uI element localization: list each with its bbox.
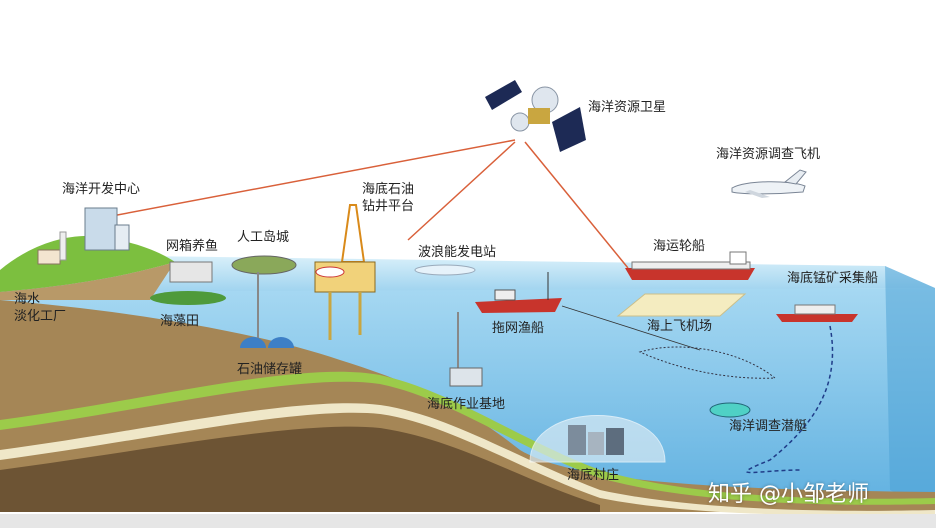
dev-center-building [37,207,130,265]
label-artificial-island: 人工岛城 [237,230,290,245]
wave-power-station [414,264,476,276]
seaweed-field [150,291,226,305]
label-seabed-base: 海底作业基地 [427,397,506,412]
label-desal-2: 淡化工厂 [14,309,67,324]
sea-airport [616,293,747,317]
cargo-ship-icon [625,251,755,280]
dive-path [745,325,834,474]
survey-plane-icon [731,169,807,198]
link-line-center [111,139,516,217]
fish-cage [169,261,213,283]
label-seabed-village: 海底村庄 [567,468,620,483]
label-submarine: 海洋调查潜艇 [729,419,808,434]
label-wave-power: 波浪能发电站 [418,245,497,260]
label-oil-platform-2: 钻井平台 [362,199,415,214]
label-oil-platform-1: 海底石油 [362,182,415,197]
artificial-island [231,255,297,275]
label-seaweed: 海藻田 [160,314,200,329]
trawl-net [638,346,777,379]
label-manganese-ship: 海底锰矿采集船 [787,271,879,286]
label-satellite: 海洋资源卫星 [588,100,667,115]
link-line-platform [407,141,516,241]
land-soil [0,262,175,300]
label-trawler: 拖网渔船 [492,321,545,336]
seabed-dark-layer [0,426,600,512]
trawler-icon [475,272,562,313]
trawl-line [561,305,701,351]
village-buildings [568,425,624,455]
label-desal-1: 海水 [14,292,41,307]
oil-platform [314,204,376,340]
submarine-icon [709,402,751,418]
bottom-bar [0,514,936,528]
label-sea-airport: 海上飞机场 [647,319,713,334]
seabed-base [449,367,483,387]
label-cargo-ship: 海运轮船 [653,239,706,254]
label-survey-plane: 海洋资源调查飞机 [716,147,821,162]
satellite-icon [485,80,586,152]
label-dev-center: 海洋开发中心 [62,182,141,197]
label-cage-fish: 网箱养鱼 [166,239,219,254]
link-line-ship [524,141,629,269]
label-oil-tank: 石油储存罐 [237,362,303,377]
watermark: 知乎 @小邹老师 [708,482,869,507]
manganese-ship-icon [776,304,858,322]
block-side [885,266,935,512]
oil-tanks [240,337,294,348]
